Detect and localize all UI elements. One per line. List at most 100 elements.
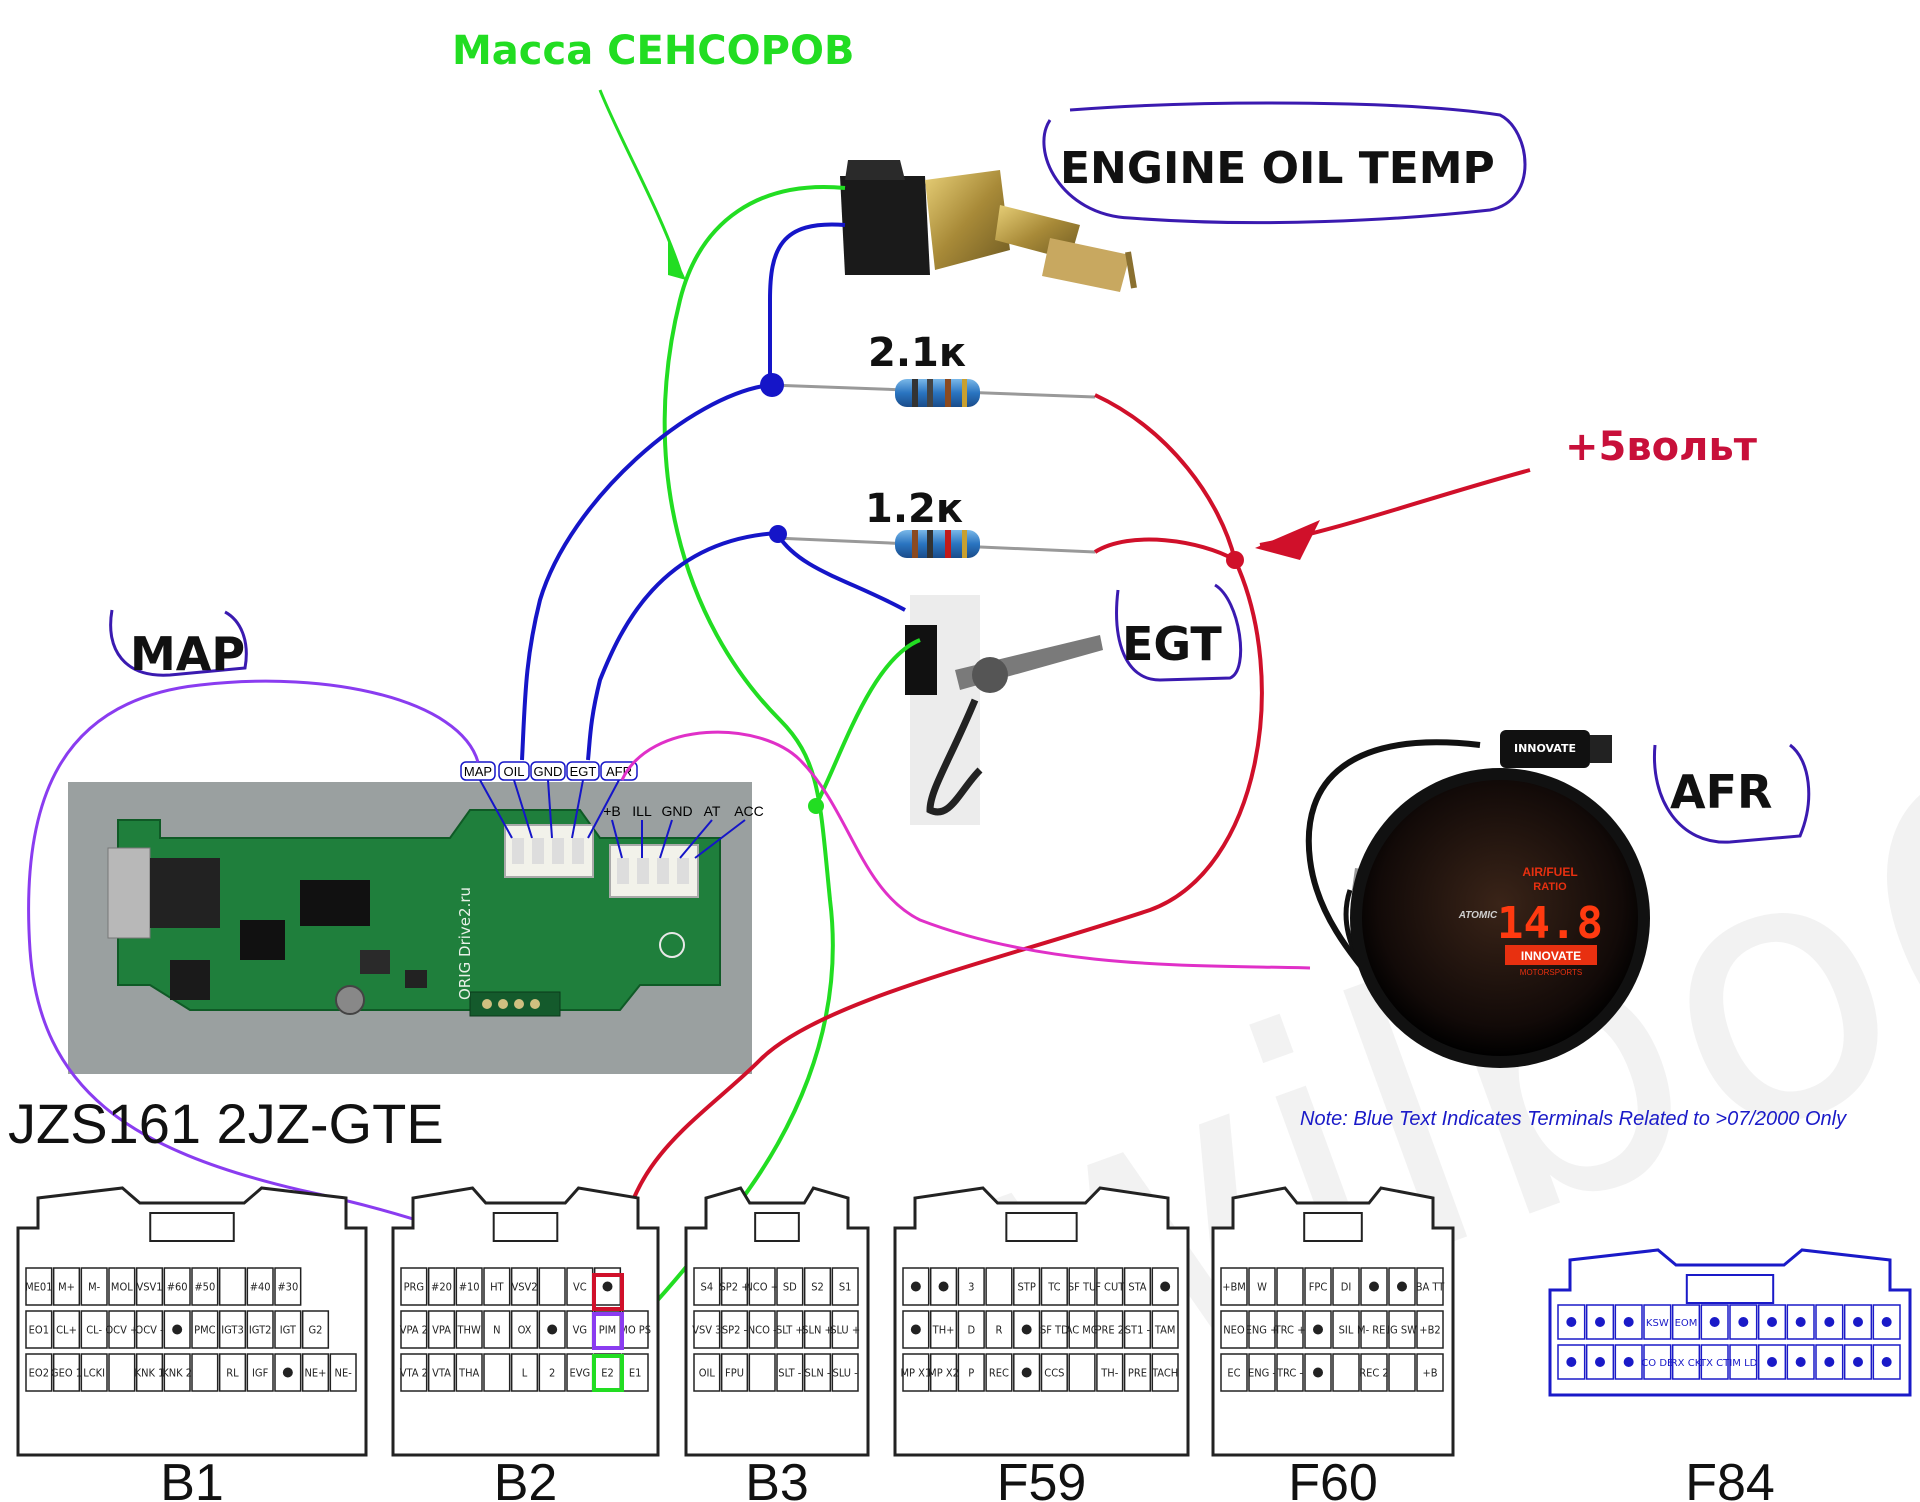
- pin-label: IGF: [252, 1367, 269, 1380]
- pin-label: FPC: [1309, 1281, 1328, 1294]
- connector-name: F84: [1685, 1454, 1775, 1502]
- pin-label: AC MG: [1066, 1324, 1099, 1337]
- pin-dot: [547, 1324, 558, 1335]
- oil-signal-wire: [520, 222, 846, 761]
- connector-pin: [957, 1310, 985, 1349]
- sensor-ground-label: Масса СЕНСОРОВ: [452, 28, 854, 74]
- pin-label: PRG: [404, 1281, 425, 1294]
- pin-label: +B2: [1419, 1324, 1440, 1337]
- pin-label: IGT2: [249, 1324, 272, 1337]
- pin-label: ENG -: [1248, 1367, 1276, 1380]
- header-label-oil: OIL: [504, 764, 525, 779]
- resistor-1-label: 2.1к: [868, 330, 966, 376]
- pin-dot: [1369, 1281, 1379, 1292]
- connector-pin: [80, 1353, 108, 1392]
- pin-label: TC: [1047, 1281, 1060, 1294]
- connector-pin: [748, 1267, 776, 1306]
- pin-label: TAM: [1154, 1324, 1176, 1337]
- pin-dot: [1853, 1357, 1863, 1367]
- pin-label: R: [996, 1324, 1003, 1337]
- pin-dot: [910, 1324, 921, 1335]
- connector-pin: [1068, 1267, 1096, 1306]
- connector-pin: [776, 1353, 804, 1392]
- car-model-label: JZS161 2JZ-GTE: [8, 1092, 444, 1155]
- cable-brand: INNOVATE: [1514, 742, 1576, 755]
- pin-label: THW: [457, 1324, 481, 1337]
- connector-pin: [427, 1267, 456, 1306]
- pin-label: TH+: [932, 1324, 955, 1337]
- power-wire-1: [1094, 393, 1237, 561]
- connector-pin: [191, 1267, 219, 1306]
- engine-oil-temp-label: ENGINE OIL TEMP: [1060, 143, 1495, 194]
- connector-pin: [1729, 1344, 1758, 1380]
- connector-pin: [748, 1310, 776, 1349]
- pin-dot: [938, 1281, 949, 1292]
- connector-pin: [1096, 1353, 1124, 1392]
- connector-pin: [191, 1353, 219, 1392]
- connector-pin: [566, 1353, 594, 1392]
- connector-pin: [301, 1310, 330, 1349]
- resistor-2-label: 1.2к: [865, 486, 963, 532]
- connector-pin: [25, 1310, 53, 1349]
- connector-pin: [1220, 1310, 1248, 1349]
- power-arrow-head: [1255, 520, 1320, 560]
- connector-pin: [1388, 1353, 1416, 1392]
- pin-label: VTA: [432, 1367, 451, 1380]
- connector-pin: [400, 1353, 428, 1392]
- connector-pin: [1096, 1310, 1124, 1349]
- connector-pin: [1643, 1304, 1672, 1340]
- connector-pin: [693, 1353, 721, 1392]
- pin-label: KNK 1: [135, 1367, 165, 1380]
- pin-dot: [1881, 1317, 1892, 1327]
- connector-pin: [427, 1310, 456, 1349]
- connector-pin: [52, 1310, 81, 1349]
- pin-label: #20: [431, 1281, 452, 1294]
- pin-label: D: [967, 1324, 975, 1337]
- pin-dot: [1160, 1281, 1171, 1292]
- side-label-b: +B: [603, 803, 621, 819]
- pin-label: #10: [459, 1281, 480, 1294]
- resistor-2-1k: [769, 379, 1096, 407]
- connector-pin: [1388, 1310, 1416, 1349]
- pin-label: OCV +: [105, 1324, 138, 1337]
- side-label-at: AT: [704, 803, 721, 819]
- connector-pin: [163, 1353, 191, 1392]
- pin-label: EO2: [29, 1367, 49, 1380]
- pin-label: NE-: [335, 1367, 353, 1380]
- pin-label: DI: [1341, 1281, 1352, 1294]
- pin-label: #60: [167, 1281, 188, 1294]
- pin-label: SLU +: [830, 1324, 860, 1337]
- pin-label: SP2 +: [720, 1281, 750, 1294]
- connector-pin: [693, 1267, 721, 1306]
- connector-pin: [1013, 1267, 1041, 1306]
- pin-dot: [1595, 1317, 1605, 1327]
- connector-pin: [246, 1353, 274, 1392]
- connector-name: F59: [997, 1454, 1087, 1502]
- pin-label: ENG +: [1246, 1324, 1279, 1337]
- connector-pin: [108, 1267, 136, 1306]
- egt-probe: [905, 595, 1103, 825]
- ground-arrow: [598, 89, 682, 271]
- pin-dot: [1397, 1281, 1407, 1292]
- connector-pin: [274, 1267, 302, 1306]
- connector-latch: [1685, 1274, 1775, 1304]
- pin-label: EVG: [569, 1367, 590, 1380]
- connector-pin: [1151, 1310, 1179, 1349]
- connector-pin: [803, 1353, 832, 1392]
- pin-label: STA: [1128, 1281, 1146, 1294]
- connector-pin: [566, 1267, 594, 1306]
- pin-label: NCO -: [748, 1324, 777, 1337]
- connector-pin: [538, 1353, 566, 1392]
- pin-label: MP X1: [900, 1367, 931, 1380]
- pin-label: VSV 3: [692, 1324, 721, 1337]
- pin-dot: [1853, 1317, 1863, 1327]
- gauge-brand: INNOVATE: [1521, 949, 1581, 963]
- connector-pin: [483, 1353, 511, 1392]
- connector-pin: [720, 1310, 749, 1349]
- connector-pin: [1040, 1267, 1068, 1306]
- connector-pin: [483, 1267, 511, 1306]
- pin-label: TH-: [1100, 1367, 1118, 1380]
- connector-pin: [1332, 1267, 1360, 1306]
